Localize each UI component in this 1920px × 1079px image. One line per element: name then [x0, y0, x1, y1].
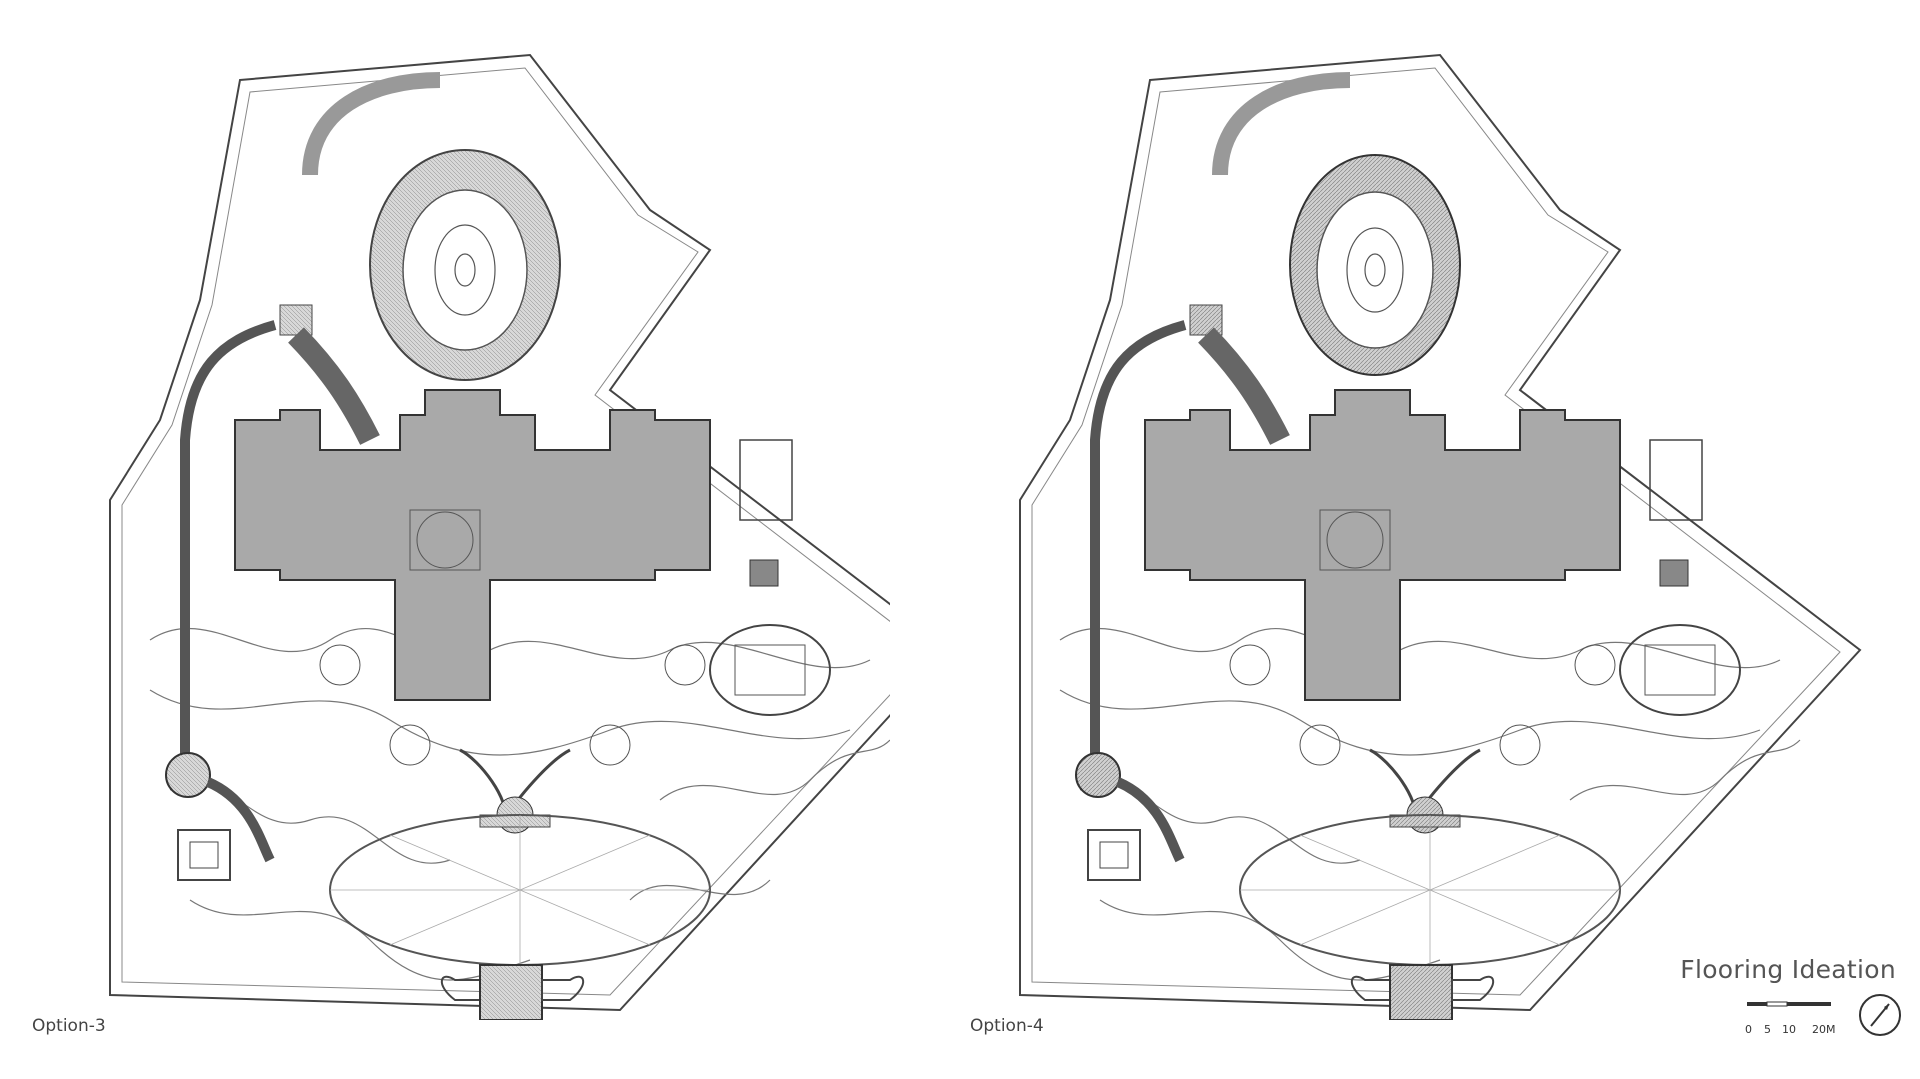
site-plan-option-4: [1000, 40, 1880, 1020]
site-boundary: [109, 53, 890, 1012]
scale-tick-20m: 20M: [1812, 1023, 1836, 1036]
floor-plan-drawing: [1019, 53, 1862, 1020]
scale-bar: [1747, 1001, 1831, 1007]
site-boundary: [1019, 53, 1862, 1012]
scale-tick-5: 5: [1764, 1023, 1771, 1036]
scale-tick-0: 0: [1745, 1023, 1752, 1036]
page-title: Flooring Ideation: [1680, 955, 1896, 984]
option-4-label: Option-4: [970, 1016, 1044, 1036]
site-plan-option-3: [10, 40, 890, 1020]
floor-plan-drawing: [109, 53, 890, 1020]
option-3-label: Option-3: [32, 1016, 106, 1036]
scale-tick-10: 10: [1782, 1023, 1796, 1036]
north-arrow-icon: [1859, 994, 1901, 1036]
